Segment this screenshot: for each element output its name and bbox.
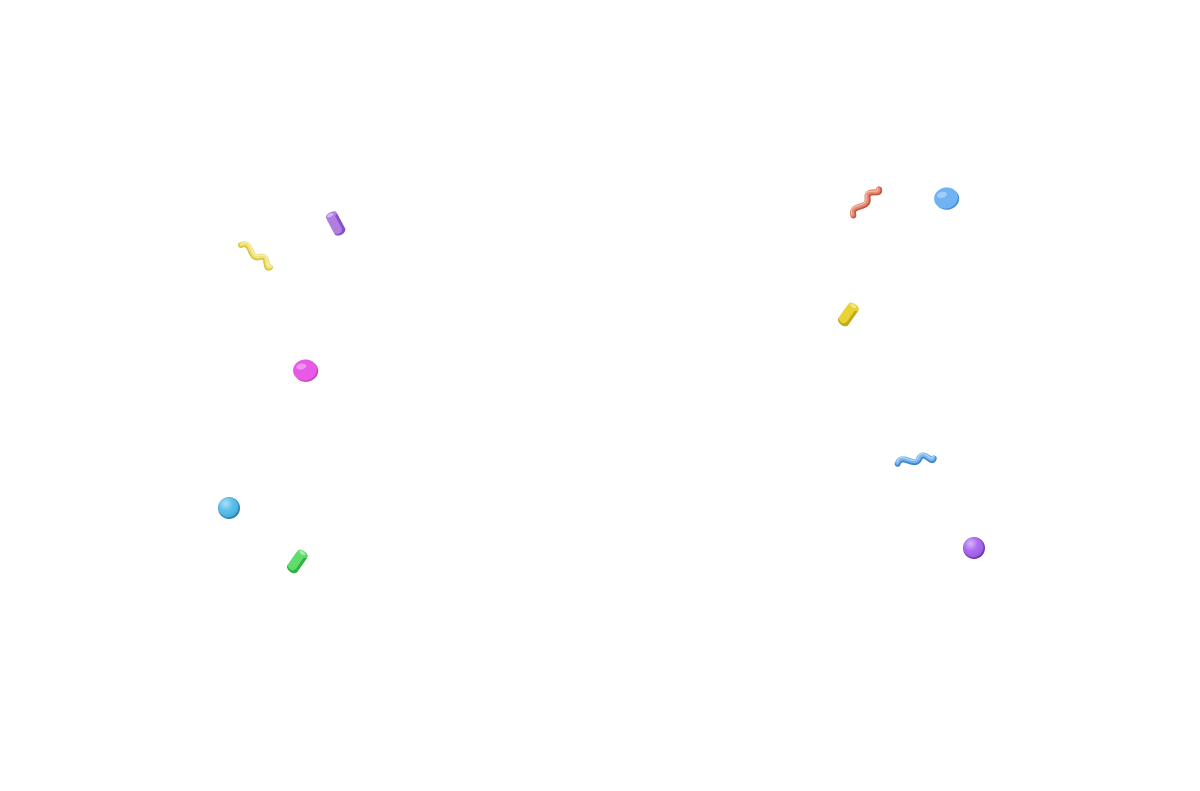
confetti-disc [293,359,319,382]
confetti-cylinder [286,549,308,574]
confetti-cylinder [837,302,859,327]
confetti-sphere [218,497,240,519]
confetti-squiggle [237,241,273,271]
confetti-squiggle [894,452,937,467]
confetti-squiggle [850,186,883,219]
confetti-disc [934,187,960,210]
confetti-cylinder [325,211,346,236]
confetti-sphere [963,537,985,559]
